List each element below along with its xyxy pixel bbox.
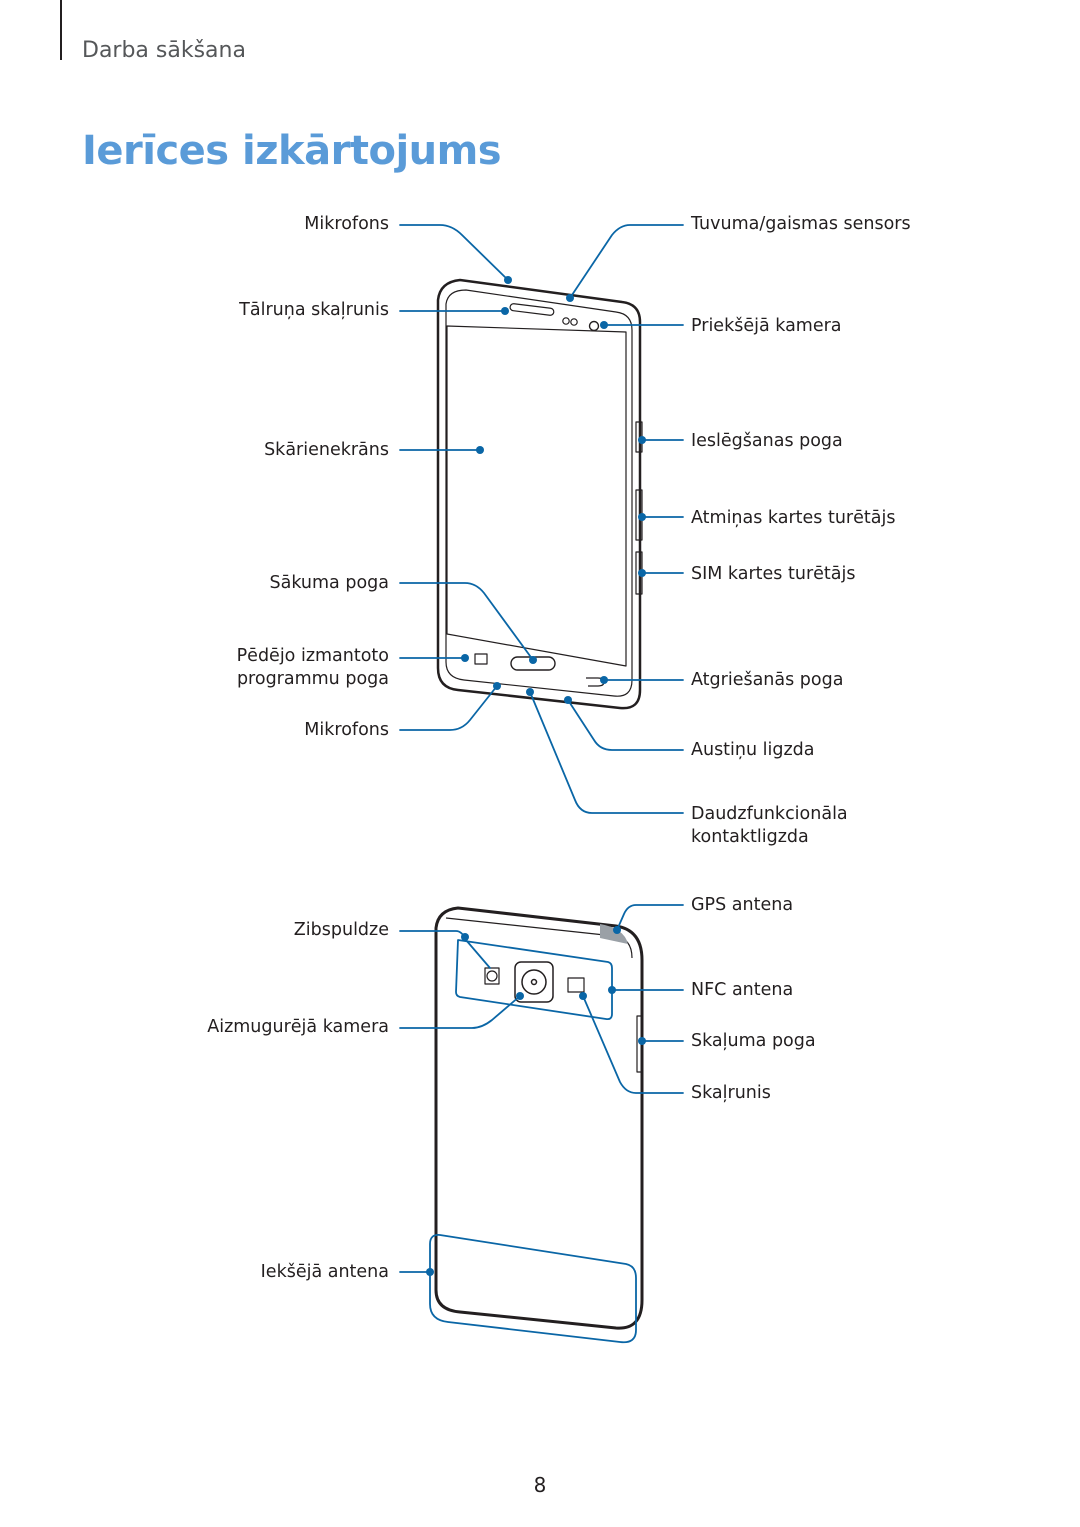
callout-line-multipurpose-jack	[529, 691, 684, 814]
callout-line-speaker	[582, 995, 684, 1094]
callout-line-bottom-microphone	[399, 685, 498, 731]
speaker-grille	[567, 977, 585, 993]
label-sim-tray: SIM kartes turētājs	[691, 564, 856, 584]
dot-multipurpose-jack	[526, 688, 534, 696]
section-rule	[60, 0, 62, 60]
label-multipurpose-jack-line2: kontaktligzda	[691, 827, 809, 847]
label-touchscreen: Skārienekrāns	[264, 440, 389, 460]
rear-camera-ring	[521, 969, 547, 995]
dot-power	[638, 436, 646, 444]
label-nfc-antenna: NFC antena	[691, 980, 794, 1000]
label-earpiece: Tālruņa skaļrunis	[239, 300, 389, 320]
label-speaker: Skaļrunis	[691, 1083, 771, 1103]
flash-lens	[486, 970, 498, 982]
dot-headset-jack	[564, 696, 572, 704]
sensor-dot-left	[562, 317, 570, 325]
dot-proximity-sensor	[566, 294, 574, 302]
dot-recent-apps	[461, 654, 469, 662]
dot-rear-camera	[516, 992, 524, 1000]
callout-line-home-button	[399, 582, 534, 661]
label-power-button: Ieslēgšanas poga	[691, 431, 843, 451]
label-gps-antenna: GPS antena	[691, 895, 794, 915]
internal-antenna-outline	[429, 1234, 637, 1344]
callout-line-proximity-sensor	[569, 224, 684, 299]
label-rear-camera: Aizmugurējā kamera	[207, 1017, 389, 1037]
label-multipurpose-jack-line1: Daudzfunkcionāla	[691, 804, 848, 824]
page-title: Ierīces izkārtojums	[82, 128, 502, 174]
label-flash: Zibspuldze	[293, 920, 389, 940]
dot-gps	[613, 926, 621, 934]
dot-home-button	[529, 656, 537, 664]
dot-nfc	[608, 986, 616, 994]
back-phone-body	[434, 906, 644, 1330]
front-phone-body	[436, 278, 642, 710]
callout-line-flash	[399, 930, 491, 969]
label-volume-button: Skaļuma poga	[691, 1031, 816, 1051]
label-bottom-microphone: Mikrofons	[304, 720, 389, 740]
callout-line-top-microphone	[399, 224, 509, 281]
label-back-button: Atgriešanās poga	[691, 670, 844, 690]
rear-camera-housing	[514, 961, 554, 1003]
gps-antenna-area	[600, 924, 628, 944]
label-internal-antenna: Iekšējā antena	[260, 1262, 389, 1282]
dot-flash	[461, 933, 469, 941]
page-number: 8	[533, 1473, 547, 1497]
front-screen	[446, 325, 627, 667]
label-recent-apps-line2: programmu poga	[236, 669, 389, 689]
dot-memory-card	[638, 513, 646, 521]
flash-window	[484, 967, 500, 985]
dot-internal-antenna	[426, 1268, 434, 1276]
label-memory-card-tray: Atmiņas kartes turētājs	[691, 508, 896, 528]
label-home-button: Sākuma poga	[269, 573, 389, 593]
label-headset-jack: Austiņu ligzda	[691, 740, 815, 760]
dot-back-button	[600, 676, 608, 684]
label-proximity-sensor: Tuvuma/gaismas sensors	[691, 214, 911, 234]
nfc-antenna-outline	[455, 939, 613, 1021]
dot-front-camera	[600, 321, 608, 329]
callout-line-headset-jack	[567, 699, 684, 751]
dot-bottom-microphone	[493, 682, 501, 690]
front-phone-bezel	[445, 289, 633, 697]
recent-apps-glyph	[474, 653, 488, 665]
dot-touchscreen	[476, 446, 484, 454]
sensor-dot-right	[570, 318, 578, 326]
dot-top-microphone	[504, 276, 512, 284]
callout-line-gps	[616, 904, 684, 931]
dot-volume	[638, 1037, 646, 1045]
label-front-camera: Priekšējā kamera	[691, 316, 842, 336]
earpiece-grille	[509, 303, 555, 316]
dot-speaker	[579, 992, 587, 1000]
front-camera-lens	[588, 320, 600, 332]
section-header: Darba sākšana	[82, 38, 246, 63]
front-phone-illustration	[436, 278, 643, 710]
callout-line-rear-camera	[399, 995, 521, 1029]
dot-sim	[638, 569, 646, 577]
label-recent-apps-line1: Pēdējo izmantoto	[236, 646, 389, 666]
label-top-microphone: Mikrofons	[304, 214, 389, 234]
rear-camera-lens	[530, 978, 538, 986]
dot-earpiece	[501, 307, 509, 315]
